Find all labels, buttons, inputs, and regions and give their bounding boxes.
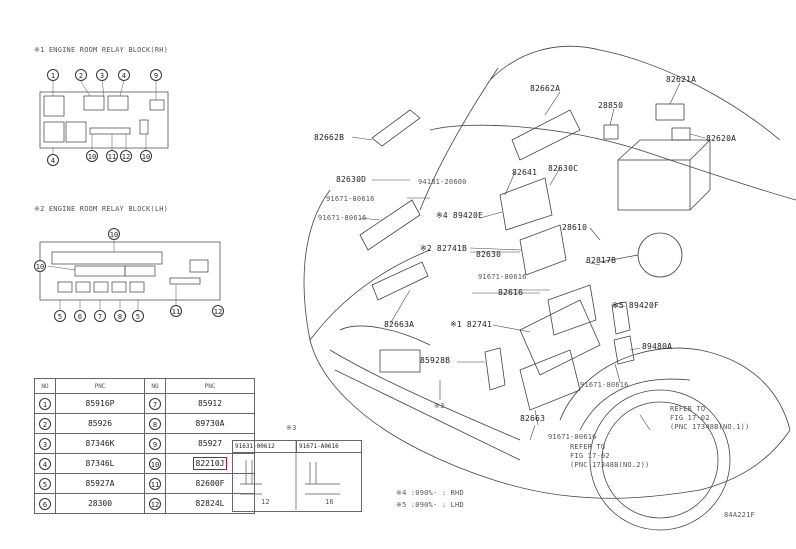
pnc-cell[interactable]: 28300	[55, 493, 145, 514]
part-label-82630[interactable]: 82630	[476, 250, 502, 259]
table-row: 2 85926 8 89730A	[34, 413, 255, 434]
table-header-row: NO PNC NO PNC	[34, 378, 255, 394]
row-number: 6	[39, 497, 51, 510]
callout-circle: 4	[118, 69, 130, 81]
row-number: 7	[149, 397, 161, 410]
table-row: 4 87346L 10 82210J	[34, 453, 255, 474]
note3-box: 91631-00612 91671-A0616 12 16	[232, 440, 362, 512]
callout-circle: 8	[114, 310, 126, 322]
row-number: 12	[149, 497, 161, 510]
figure-code: 84A221F	[724, 511, 755, 519]
note3-left-dim: 12	[261, 498, 270, 506]
table-header: PNC	[165, 378, 255, 394]
relay-block-lh-title: ※2 ENGINE ROOM RELAY BLOCK(LH)	[34, 205, 169, 213]
highlighted-pnc[interactable]: 82210J	[192, 457, 228, 470]
row-number: 5	[39, 477, 51, 490]
callout-circle: 4	[47, 154, 59, 166]
part-label-82630D[interactable]: 82630D	[336, 175, 367, 184]
callout-circle: 1	[47, 69, 59, 81]
pnc-cell[interactable]: 85916P	[55, 393, 145, 414]
callout-circle: 10	[86, 150, 98, 162]
part-label-82620A[interactable]: 82620A	[706, 134, 737, 143]
callout-circle: 9	[150, 69, 162, 81]
part-label-82741B[interactable]: ※2 82741B	[420, 244, 468, 253]
part-label-82641[interactable]: 82641	[512, 168, 538, 177]
callout-circle: 10	[108, 228, 120, 240]
pnc-cell[interactable]: 87346K	[55, 433, 145, 454]
row-number: 3	[39, 437, 51, 450]
refer-label-2[interactable]: REFER TO	[570, 443, 606, 451]
part-label-94181[interactable]: 94181-20600	[418, 178, 467, 186]
part-label-82663A[interactable]: 82663A	[384, 320, 415, 329]
note3-title: ※3	[286, 424, 297, 432]
part-label-82621A[interactable]: 82621A	[666, 75, 697, 84]
part-label-91671-e[interactable]: 91671-80616	[548, 433, 597, 441]
callout-circle: 2	[75, 69, 87, 81]
pnc-cell[interactable]: 89730A	[165, 413, 255, 434]
row-number: 2	[39, 417, 51, 430]
pnc-cell[interactable]: 85912	[165, 393, 255, 414]
part-label-91671-c[interactable]: 91671-80616	[478, 273, 527, 281]
part-label-82630C[interactable]: 82630C	[548, 164, 579, 173]
part-label-82662A[interactable]: 82662A	[530, 84, 561, 93]
part-label-82741[interactable]: ※1 82741	[450, 320, 493, 329]
legend-rhd: ※4 :090%- : RHD	[396, 489, 464, 497]
part-label-91671-a[interactable]: 91671-80616	[326, 195, 375, 203]
part-label-89420E[interactable]: ※4 89420E	[436, 211, 484, 220]
note3-left-code: 91631-00612	[233, 441, 297, 453]
table-row: 5 85927A 11 82600F	[34, 473, 255, 494]
row-number: 10	[149, 457, 161, 470]
row-number: 4	[39, 457, 51, 470]
callout-circle: 7	[94, 310, 106, 322]
row-number: 8	[149, 417, 161, 430]
pnc-table: NO PNC NO PNC 1 85916P 7 85912 2 85926 8…	[34, 378, 255, 514]
refer-label-2[interactable]: FIG 17-02	[570, 452, 610, 460]
part-label-89420F[interactable]: ※5 89420F	[612, 301, 660, 310]
part-label-82616[interactable]: 82616	[498, 288, 524, 297]
table-row: 1 85916P 7 85912	[34, 393, 255, 414]
pnc-cell[interactable]: 85927A	[55, 473, 145, 494]
part-label-82663[interactable]: 82663	[520, 414, 546, 423]
part-label-89480A[interactable]: 89480A	[642, 342, 673, 351]
callout-circle: 5	[132, 310, 144, 322]
pnc-cell[interactable]: 87346L	[55, 453, 145, 474]
part-label-82662B[interactable]: 82662B	[314, 133, 345, 142]
table-header: PNC	[55, 378, 145, 394]
row-number: 1	[39, 397, 51, 410]
refer-label-1[interactable]: FIG 17-02	[670, 414, 710, 422]
note3-right-dim: 16	[325, 498, 334, 506]
refer-label-1[interactable]: (PNC 17348B(NO.1))	[670, 423, 750, 431]
part-label-28610[interactable]: 28610	[562, 223, 588, 232]
callout-circle: 3	[96, 69, 108, 81]
row-number: 9	[149, 437, 161, 450]
table-row: 3 87346K 9 85927	[34, 433, 255, 454]
callout-circle: 12	[120, 150, 132, 162]
part-label-85928B[interactable]: 85928B	[420, 356, 451, 365]
part-label-91671-b[interactable]: 91671-80616	[318, 214, 367, 222]
part-label-82817B[interactable]: 82817B	[586, 256, 617, 265]
legend-lhd: ※5 :090%- : LHD	[396, 501, 464, 509]
callout-circle: 10	[140, 150, 152, 162]
part-label-28850[interactable]: 28850	[598, 101, 624, 110]
table-header: NO	[34, 378, 56, 394]
callout-circle: 12	[212, 305, 224, 317]
refer-label-2[interactable]: (PNC 17348B(NO.2))	[570, 461, 650, 469]
part-label-note3: ※3	[434, 402, 445, 410]
relay-block-rh-title: ※1 ENGINE ROOM RELAY BLOCK(RH)	[34, 46, 169, 54]
callout-circle: 11	[106, 150, 118, 162]
table-row: 6 28300 12 82824L	[34, 493, 255, 514]
row-number: 11	[149, 477, 161, 490]
callout-circle: 6	[74, 310, 86, 322]
refer-label-1[interactable]: REFER TO	[670, 405, 706, 413]
note3-right-code: 91671-A0616	[297, 441, 361, 453]
table-header: NO	[144, 378, 166, 394]
pnc-cell[interactable]: 85926	[55, 413, 145, 434]
callout-circle: 5	[54, 310, 66, 322]
part-label-91671-d[interactable]: 91671-80616	[580, 381, 629, 389]
callout-circle: 10	[34, 260, 46, 272]
callout-circle: 11	[170, 305, 182, 317]
